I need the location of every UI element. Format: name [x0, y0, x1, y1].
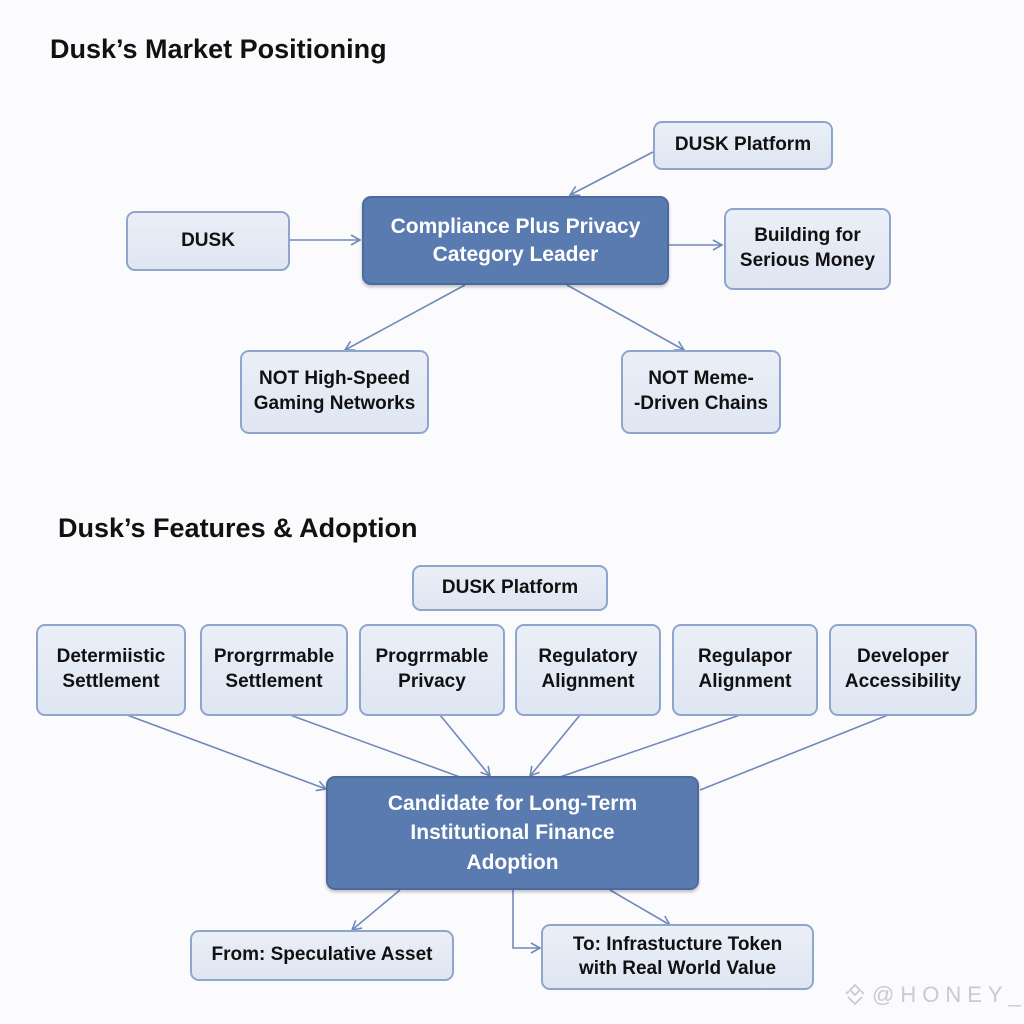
edge-center-to-from	[350, 889, 401, 932]
feature-node: Regulatory Alignment	[515, 624, 661, 716]
edge-feature-1	[126, 714, 328, 792]
feature-node: Developer Accessibility	[829, 624, 977, 716]
node-dusk-platform-features: DUSK Platform	[412, 565, 608, 611]
node-label: Developer Accessibility	[844, 646, 962, 692]
edge-center-to-not-gaming	[343, 284, 466, 351]
edge-platform-to-center	[568, 151, 654, 197]
edge-center-to-not-meme	[566, 284, 686, 351]
edge-feature-2	[289, 714, 461, 778]
node-label: Progrrmable Privacy	[375, 646, 489, 692]
binance-logo-icon	[845, 983, 865, 1006]
node-label: Building for Serious Money	[739, 225, 876, 271]
node-label: DUSK	[181, 229, 235, 251]
node-dusk-platform-top: DUSK Platform	[653, 121, 833, 170]
node-institutional-adoption: Candidate for Long-Term Institutional Fi…	[326, 776, 699, 890]
feature-node: Determiistic Settlement	[36, 624, 186, 716]
node-label: Regulatory Alignment	[538, 646, 638, 692]
node-not-gaming: NOT High-Speed Gaming Networks	[240, 350, 429, 434]
node-from-speculative: From: Speculative Asset	[190, 930, 454, 981]
node-label: DUSK Platform	[441, 576, 579, 598]
node-label: To: Infrastucture Token with Real World …	[572, 934, 783, 979]
section-title-market-positioning: Dusk’s Market Positioning	[50, 34, 387, 64]
edge-feature-5	[559, 714, 741, 778]
feature-node: Prorgrrmable Settlement	[200, 624, 348, 716]
node-label: NOT High-Speed Gaming Networks	[253, 368, 416, 414]
edge-center-to-to	[512, 890, 542, 954]
feature-node: Regulapor Alignment	[672, 624, 818, 716]
feature-node: Progrrmable Privacy	[359, 624, 505, 716]
node-serious-money: Building for Serious Money	[724, 208, 891, 290]
node-label: NOT Meme- -Driven Chains	[633, 368, 769, 414]
node-label: Candidate for Long-Term Institutional Fi…	[387, 791, 638, 874]
edge-feature-3	[439, 714, 492, 778]
section-title-features-adoption: Dusk’s Features & Adoption	[58, 513, 418, 543]
node-label: Determiistic Settlement	[56, 646, 166, 692]
edge-feature-6	[699, 714, 889, 791]
watermark: @HONEY_	[842, 982, 1024, 1008]
node-compliance-privacy-leader: Compliance Plus Privacy Category Leader	[362, 196, 669, 285]
node-label: Regulapor Alignment	[698, 646, 792, 692]
edge-center-to-to-diagonal	[609, 889, 672, 926]
node-label: Compliance Plus Privacy Category Leader	[390, 215, 641, 266]
watermark-text: @HONEY_	[872, 982, 1024, 1007]
node-to-infrastructure: To: Infrastucture Token with Real World …	[541, 924, 814, 990]
node-label: DUSK Platform	[674, 134, 812, 156]
node-dusk: DUSK	[126, 211, 290, 271]
edge-feature-4	[528, 714, 581, 778]
node-label: From: Speculative Asset	[211, 944, 433, 966]
node-label: Prorgrrmable Settlement	[213, 646, 335, 692]
node-not-meme: NOT Meme- -Driven Chains	[621, 350, 781, 434]
